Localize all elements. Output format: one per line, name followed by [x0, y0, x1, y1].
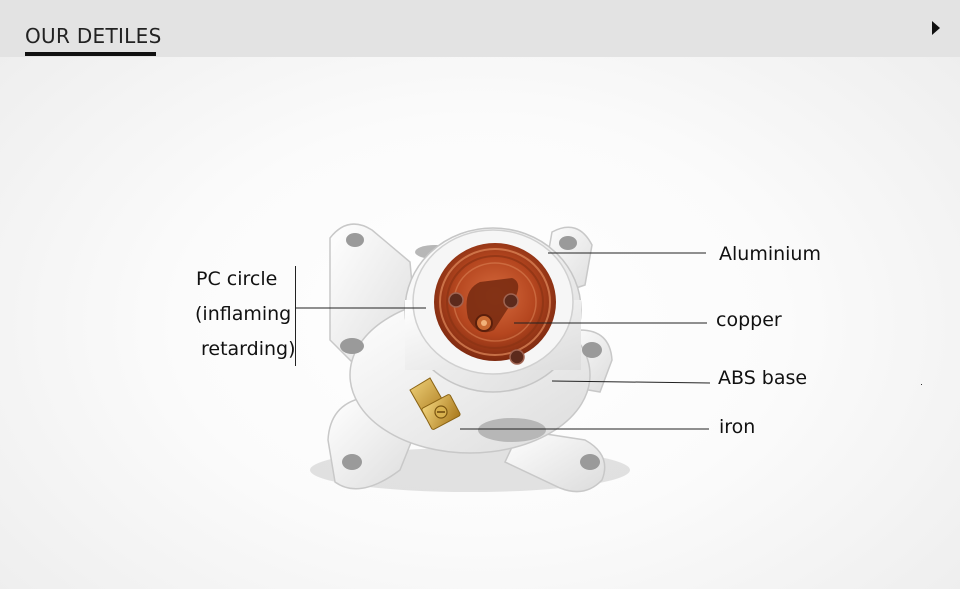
- header-bar: [0, 0, 960, 57]
- leader-lines: [295, 252, 711, 430]
- abs-base-leader: [551, 380, 711, 384]
- iron-terminal: [409, 377, 461, 430]
- label-abs-base: ABS base: [718, 367, 808, 389]
- label-copper: copper: [716, 309, 782, 331]
- label-aluminium: Aluminium: [719, 243, 821, 265]
- title-underline: [25, 52, 156, 56]
- caret-right-icon[interactable]: [932, 21, 940, 35]
- label-pc-circle-inflaming: (inflaming: [195, 303, 292, 325]
- page-title: OUR DETILES: [25, 24, 162, 48]
- stray-dot: [921, 384, 922, 385]
- copper-socket: [434, 243, 556, 365]
- label-pc-circle-retarding: retarding): [201, 338, 296, 360]
- label-iron: iron: [719, 416, 756, 438]
- label-pc-circle: PC circle: [196, 268, 278, 290]
